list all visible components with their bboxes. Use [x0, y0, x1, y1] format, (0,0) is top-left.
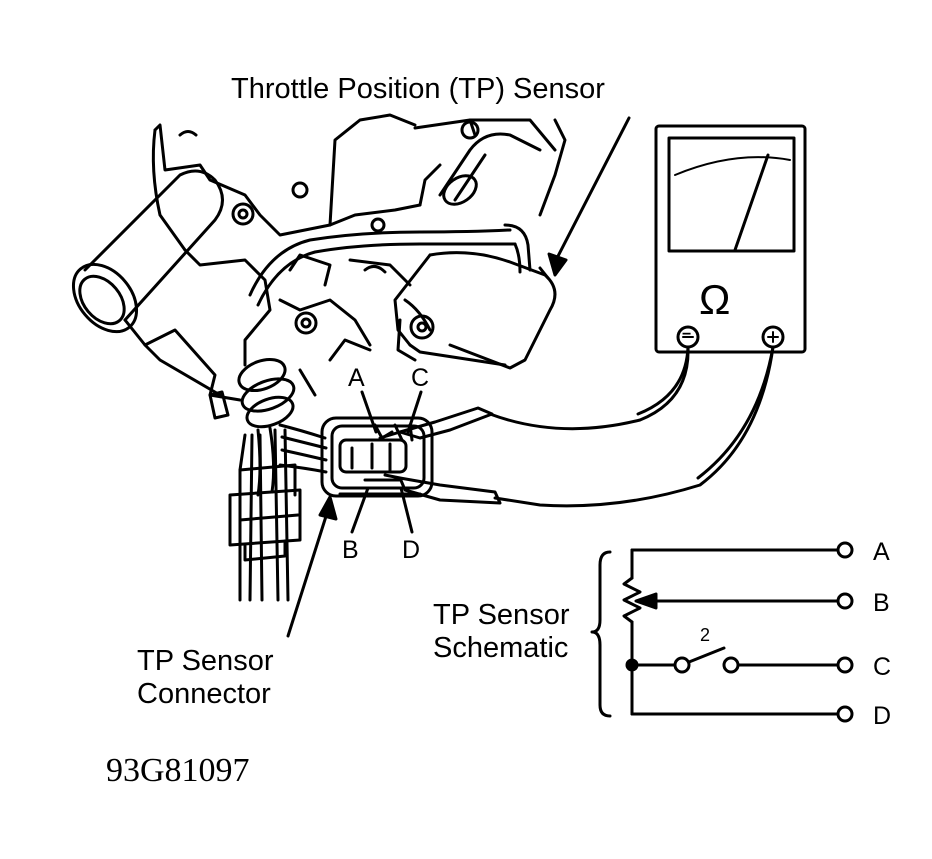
schematic-terminal-a: A	[873, 538, 890, 566]
throttle-body-illustration	[71, 113, 567, 402]
connector-label-line1: TP Sensor	[137, 645, 274, 677]
connector-pin-d-label: D	[402, 536, 421, 564]
tp-sensor-schematic-art	[590, 541, 854, 723]
schematic-label-line1: TP Sensor	[433, 599, 570, 631]
connector-label-line2: Connector	[137, 678, 271, 710]
ohm-symbol: Ω	[699, 276, 731, 323]
connector-pin-c-label: C	[411, 364, 430, 392]
schematic-terminal-c: C	[873, 653, 892, 681]
schematic-label-line2: Schematic	[433, 632, 569, 664]
schematic-terminal-b: B	[873, 589, 890, 617]
tp-sensor-connector-art	[208, 357, 434, 602]
schematic-terminal-d: D	[873, 702, 892, 730]
connector-pin-b-label: B	[342, 536, 359, 564]
connector-pin-a-label: A	[348, 364, 365, 392]
positive-terminal-symbol: +	[767, 327, 776, 343]
switch-number-label: 2	[700, 625, 711, 645]
figure-code: 93G81097	[106, 752, 250, 789]
test-leads	[378, 345, 775, 508]
tp-sensor-title: Throttle Position (TP) Sensor	[231, 73, 605, 105]
leader-lines	[286, 116, 631, 638]
negative-terminal-symbol: −	[682, 326, 692, 343]
tp-sensor-body	[393, 251, 557, 370]
ohmmeter-art	[654, 124, 807, 354]
